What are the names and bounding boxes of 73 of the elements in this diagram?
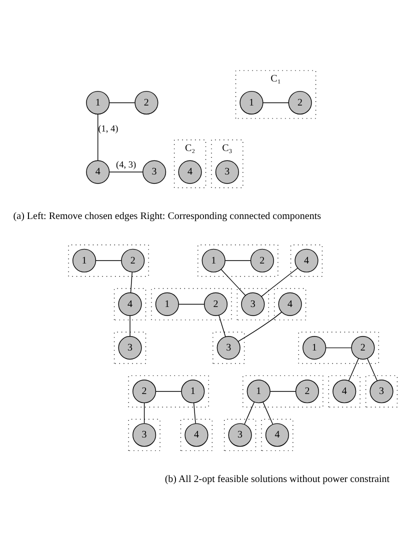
node-circle: 4 — [294, 248, 318, 272]
node-circle: 3 — [241, 292, 265, 316]
node-circle: 2 — [132, 380, 156, 404]
connector — [224, 260, 251, 261]
cluster — [261, 418, 294, 452]
connector — [238, 312, 282, 342]
node-circle: 1 — [246, 380, 270, 404]
connector — [262, 102, 289, 104]
node-circle: 3 — [228, 423, 252, 447]
connector — [262, 402, 274, 425]
node-circle: 1 — [240, 90, 264, 115]
connector — [244, 402, 255, 425]
node-circle: 2 — [204, 292, 228, 316]
cluster — [328, 375, 360, 408]
node-circle: 4 — [184, 423, 208, 447]
cluster — [114, 332, 146, 364]
cluster — [224, 418, 256, 452]
node-circle: 3 — [216, 336, 240, 360]
node-circle: 4 — [118, 292, 142, 316]
node-circle: 3 — [132, 423, 156, 447]
label: (a) Left: Remove chosen edges Right: Corresponding connected components — [13, 210, 322, 222]
node-circle: 2 — [351, 336, 375, 360]
node-circle: 3 — [370, 380, 394, 404]
node-circle: 2 — [295, 380, 319, 404]
node-circle: 4 — [265, 423, 289, 447]
connector — [109, 102, 136, 104]
node-circle: 3 — [142, 160, 166, 184]
connector — [261, 268, 298, 297]
node-circle: 4 — [278, 292, 302, 316]
node-circle: 4 — [86, 160, 110, 184]
edge-label: (1, 4) — [98, 124, 118, 135]
node-circle: 2 — [250, 248, 274, 272]
cluster — [128, 418, 160, 452]
connector — [270, 391, 296, 392]
edge-label: (4, 3) — [116, 160, 136, 170]
cluster — [212, 332, 245, 364]
cluster — [274, 288, 306, 320]
cluster — [180, 418, 213, 452]
node-circle: 3 — [215, 160, 239, 184]
connector — [218, 315, 226, 338]
connector — [96, 260, 122, 261]
node-circle: 1 — [202, 248, 226, 272]
node-circle: 2 — [288, 90, 312, 115]
connector — [178, 304, 205, 305]
connector — [156, 391, 182, 392]
node-circle: 1 — [86, 90, 110, 115]
cluster — [365, 375, 398, 408]
connector — [144, 402, 145, 424]
connector — [348, 358, 359, 382]
connector — [366, 358, 378, 382]
node-circle: 3 — [118, 336, 142, 360]
connector — [326, 347, 352, 348]
cluster — [236, 288, 269, 320]
connector — [130, 272, 132, 293]
node-circle: 4 — [178, 160, 202, 184]
cluster — [242, 375, 324, 408]
node-circle: 4 — [332, 380, 356, 404]
node-circle: 1 — [155, 292, 179, 316]
connector — [220, 269, 246, 296]
cluster — [128, 375, 209, 408]
node-circle: 2 — [121, 248, 145, 272]
cluster — [114, 288, 146, 320]
cluster — [68, 244, 149, 277]
cluster — [290, 244, 323, 277]
label: (b) All 2-opt feasible solutions without power constraint — [164, 474, 390, 485]
node-circle: 1 — [72, 248, 96, 272]
node-circle: 1 — [181, 380, 205, 404]
cluster — [151, 288, 232, 320]
node-circle: 2 — [134, 90, 158, 115]
cluster — [198, 244, 278, 277]
connector — [193, 402, 196, 424]
cluster — [298, 332, 380, 364]
node-circle: 1 — [302, 336, 326, 360]
